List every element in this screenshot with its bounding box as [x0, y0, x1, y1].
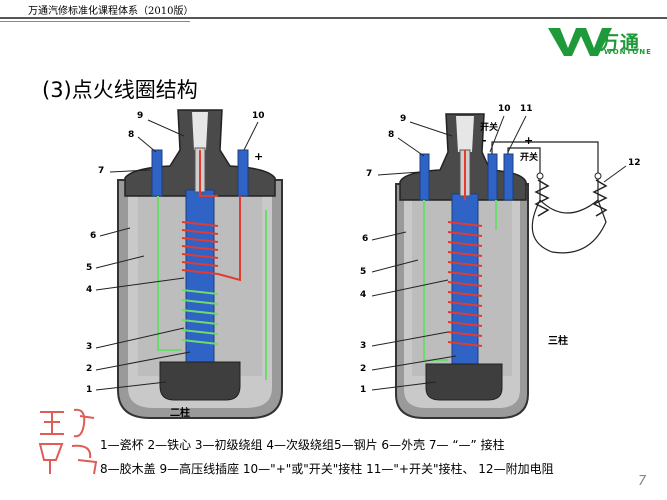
legend-line-1: 1—瓷杯 2—铁心 3—初级绕组 4—次级绕组5—钢片 6—外壳 7— “—” … — [100, 438, 505, 452]
right-label-12: 12 — [628, 158, 641, 168]
right-label-4: 4 — [360, 290, 367, 300]
right-label-6: 6 — [362, 234, 369, 244]
left-label-6: 6 — [90, 231, 97, 241]
page-title: (3)点火线圈结构 — [42, 78, 198, 102]
header-title: 万通汽修标准化课程体系（2010版） — [28, 6, 194, 17]
left-label-10: 10 — [252, 111, 265, 121]
right-label-9: 9 — [400, 114, 407, 124]
left-label-1: 1 — [86, 385, 93, 395]
two-terminal-coil — [95, 109, 283, 419]
wontone-logo-icon — [548, 28, 612, 56]
right-label-switch-top: 开关 — [480, 123, 499, 133]
page-number: 7 — [638, 474, 647, 489]
legend-line-2: 8—胶木盖 9—高压线插座 10—"+"或"开关"接柱 11—"+开关"接柱、 … — [100, 462, 554, 476]
left-label-8: 8 — [128, 130, 135, 140]
header-divider — [0, 17, 667, 19]
left-label-5: 5 — [86, 263, 93, 273]
left-label-2: 2 — [86, 364, 93, 374]
right-coil-caption: 三柱 — [548, 336, 568, 347]
ignition-coil-diagram — [95, 109, 627, 419]
right-label-8: 8 — [388, 130, 395, 140]
right-label-11: 11 — [520, 104, 533, 114]
seal-stamp-icon — [38, 408, 98, 475]
right-label-7: 7 — [366, 169, 373, 179]
right-label-5: 5 — [360, 267, 367, 277]
header-divider-short — [0, 21, 190, 22]
left-label-9: 9 — [137, 111, 144, 121]
left-label-plus: + — [254, 150, 264, 163]
right-label-switch: 开关 — [520, 153, 539, 163]
left-label-3: 3 — [86, 342, 93, 352]
left-coil-caption: 二柱 — [170, 408, 190, 419]
three-terminal-coil — [371, 113, 627, 419]
right-label-10: 10 — [498, 104, 511, 114]
right-label-3: 3 — [360, 341, 367, 351]
right-label-2: 2 — [360, 364, 367, 374]
left-label-7: 7 — [98, 166, 105, 176]
left-label-4: 4 — [86, 285, 93, 295]
logo-text-en: WONTONE — [604, 48, 652, 56]
right-label-minus: - — [482, 134, 487, 147]
logo-text-cn: 万通 — [600, 32, 641, 54]
right-label-plus: + — [524, 134, 534, 147]
right-label-1: 1 — [360, 385, 367, 395]
